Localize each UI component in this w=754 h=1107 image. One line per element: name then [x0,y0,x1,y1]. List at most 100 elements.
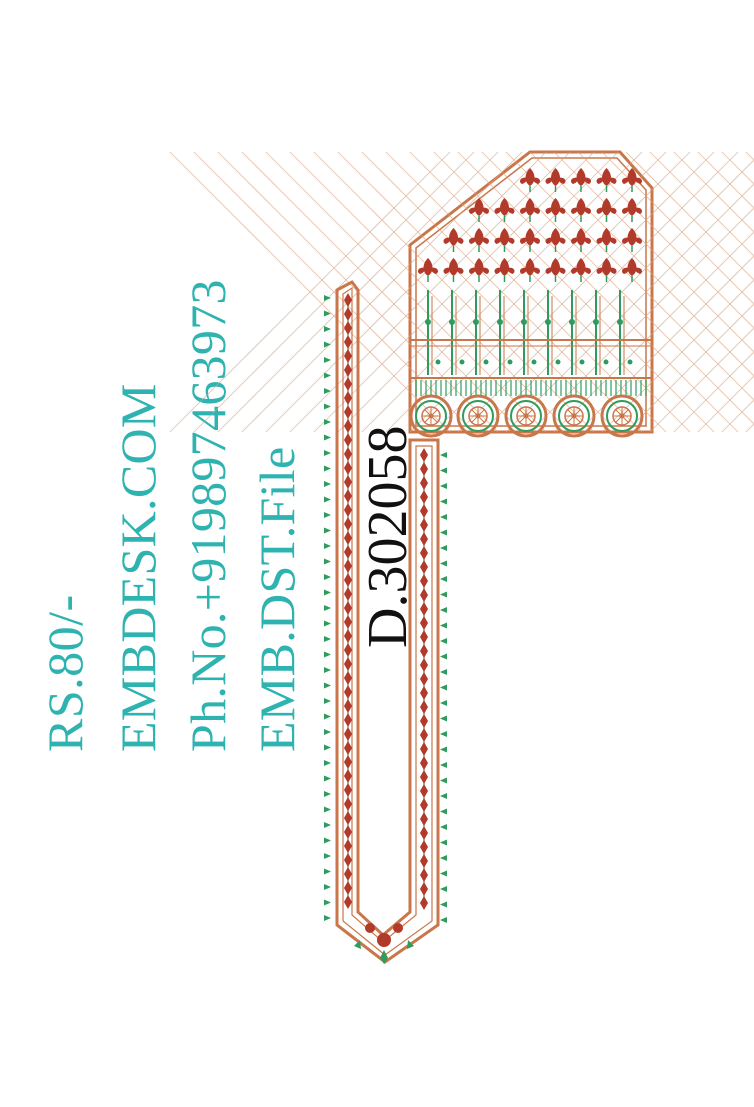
design-code-label: D.302058 [357,425,419,648]
rosette-motif [552,394,596,438]
fringe-leaf [440,700,447,706]
leaf-motif [571,228,591,252]
leaf-motif [596,228,617,252]
leaf-motif [622,168,642,192]
fringe-leaf [324,574,331,580]
fringe-leaf [324,915,331,921]
rosette-motif [600,394,644,438]
fringe-leaf [324,620,331,627]
fringe-leaf [324,543,331,549]
leaf-motif [520,228,540,252]
leaf-motif [622,258,642,282]
tip-ornament [354,923,414,964]
fringe-leaf [324,744,331,751]
fringe-leaf [324,853,331,859]
fringe-leaf [324,884,331,890]
fringe-leaf [440,886,447,892]
fringe-leaf [324,682,331,689]
leaf-motif [494,258,515,282]
leaf-motif [545,258,566,282]
fringe-leaf [324,326,331,332]
leaf-motif [571,168,591,192]
fringe-leaf [324,419,331,425]
fringe-leaf [324,667,331,673]
fringe-leaf [324,496,331,503]
leaf-motif [545,168,566,192]
yoke-panel [169,150,754,438]
fringe-leaf [324,760,331,766]
fringe-leaf [440,855,447,861]
fringe-leaf [440,529,447,536]
fringe-leaf [440,514,447,520]
leaf-motif [520,168,540,192]
fringe-leaf [324,651,331,658]
rosette-motif [504,394,548,438]
leaf-motif [443,228,464,252]
rosette-motif [456,394,500,438]
fringe-leaf [440,762,447,768]
fringe-leaf [324,822,331,828]
leaf-motif [545,228,566,252]
leaf-motif [469,228,489,252]
fringe-leaf [440,746,447,753]
fringe-leaf [324,791,331,797]
leaf-motif [443,258,464,282]
fringe-leaf [324,636,331,642]
fringe-leaf [324,729,331,735]
fringe-leaf [324,512,331,518]
fringe-leaf [440,483,447,489]
fringe-leaf [324,837,331,844]
leaf-motif [622,228,642,252]
fringe-leaf [324,403,331,410]
leaf-motif [469,198,489,222]
leaf-motif [545,198,566,222]
leaf-motif [622,198,642,222]
leaf-motif [494,228,515,252]
fringe-leaf [440,839,447,846]
fringe-leaf [440,560,447,567]
fringe-leaf [440,467,447,474]
fringe-leaf [324,481,331,487]
leaf-motif [520,198,540,222]
fringe-leaf [324,698,331,704]
leaf-motif [571,198,591,222]
fringe-leaf [324,357,331,363]
fringe-leaf [324,465,331,472]
fringe-leaf [324,605,331,611]
fringe-leaf [324,806,331,813]
fringe-leaf [440,793,447,799]
fringe-leaf [440,808,447,815]
fringe-leaf [440,684,447,691]
fringe-leaf [324,527,331,534]
fringe-leaf [324,341,331,348]
fringe-leaf [324,558,331,565]
rosette-motif [409,394,453,438]
fringe-leaf [440,607,447,613]
fringe-leaf [440,824,447,830]
fringe-leaf [324,868,331,875]
fringe-leaf [440,498,447,505]
fringe-leaf [440,591,447,598]
fringe-leaf [324,713,331,720]
fringe-leaf [324,310,331,317]
fringe-leaf [440,901,447,908]
fringe-leaf [324,434,331,441]
fringe-leaf [440,669,447,675]
fringe-leaf [440,715,447,722]
leaf-motif [418,258,438,282]
fringe-leaf [324,450,331,456]
fringe-leaf [324,295,331,301]
fringe-leaf [440,622,447,629]
fringe-leaf [324,775,331,782]
fringe-leaf [324,372,331,379]
fringe-leaf [440,576,447,582]
fringe-leaf [440,545,447,551]
fringe-leaf [440,638,447,644]
leaf-motif [469,258,489,282]
fringe-leaf [440,653,447,660]
leaf-motif [520,258,540,282]
leaf-motif [596,168,617,192]
fringe-leaf [324,589,331,596]
